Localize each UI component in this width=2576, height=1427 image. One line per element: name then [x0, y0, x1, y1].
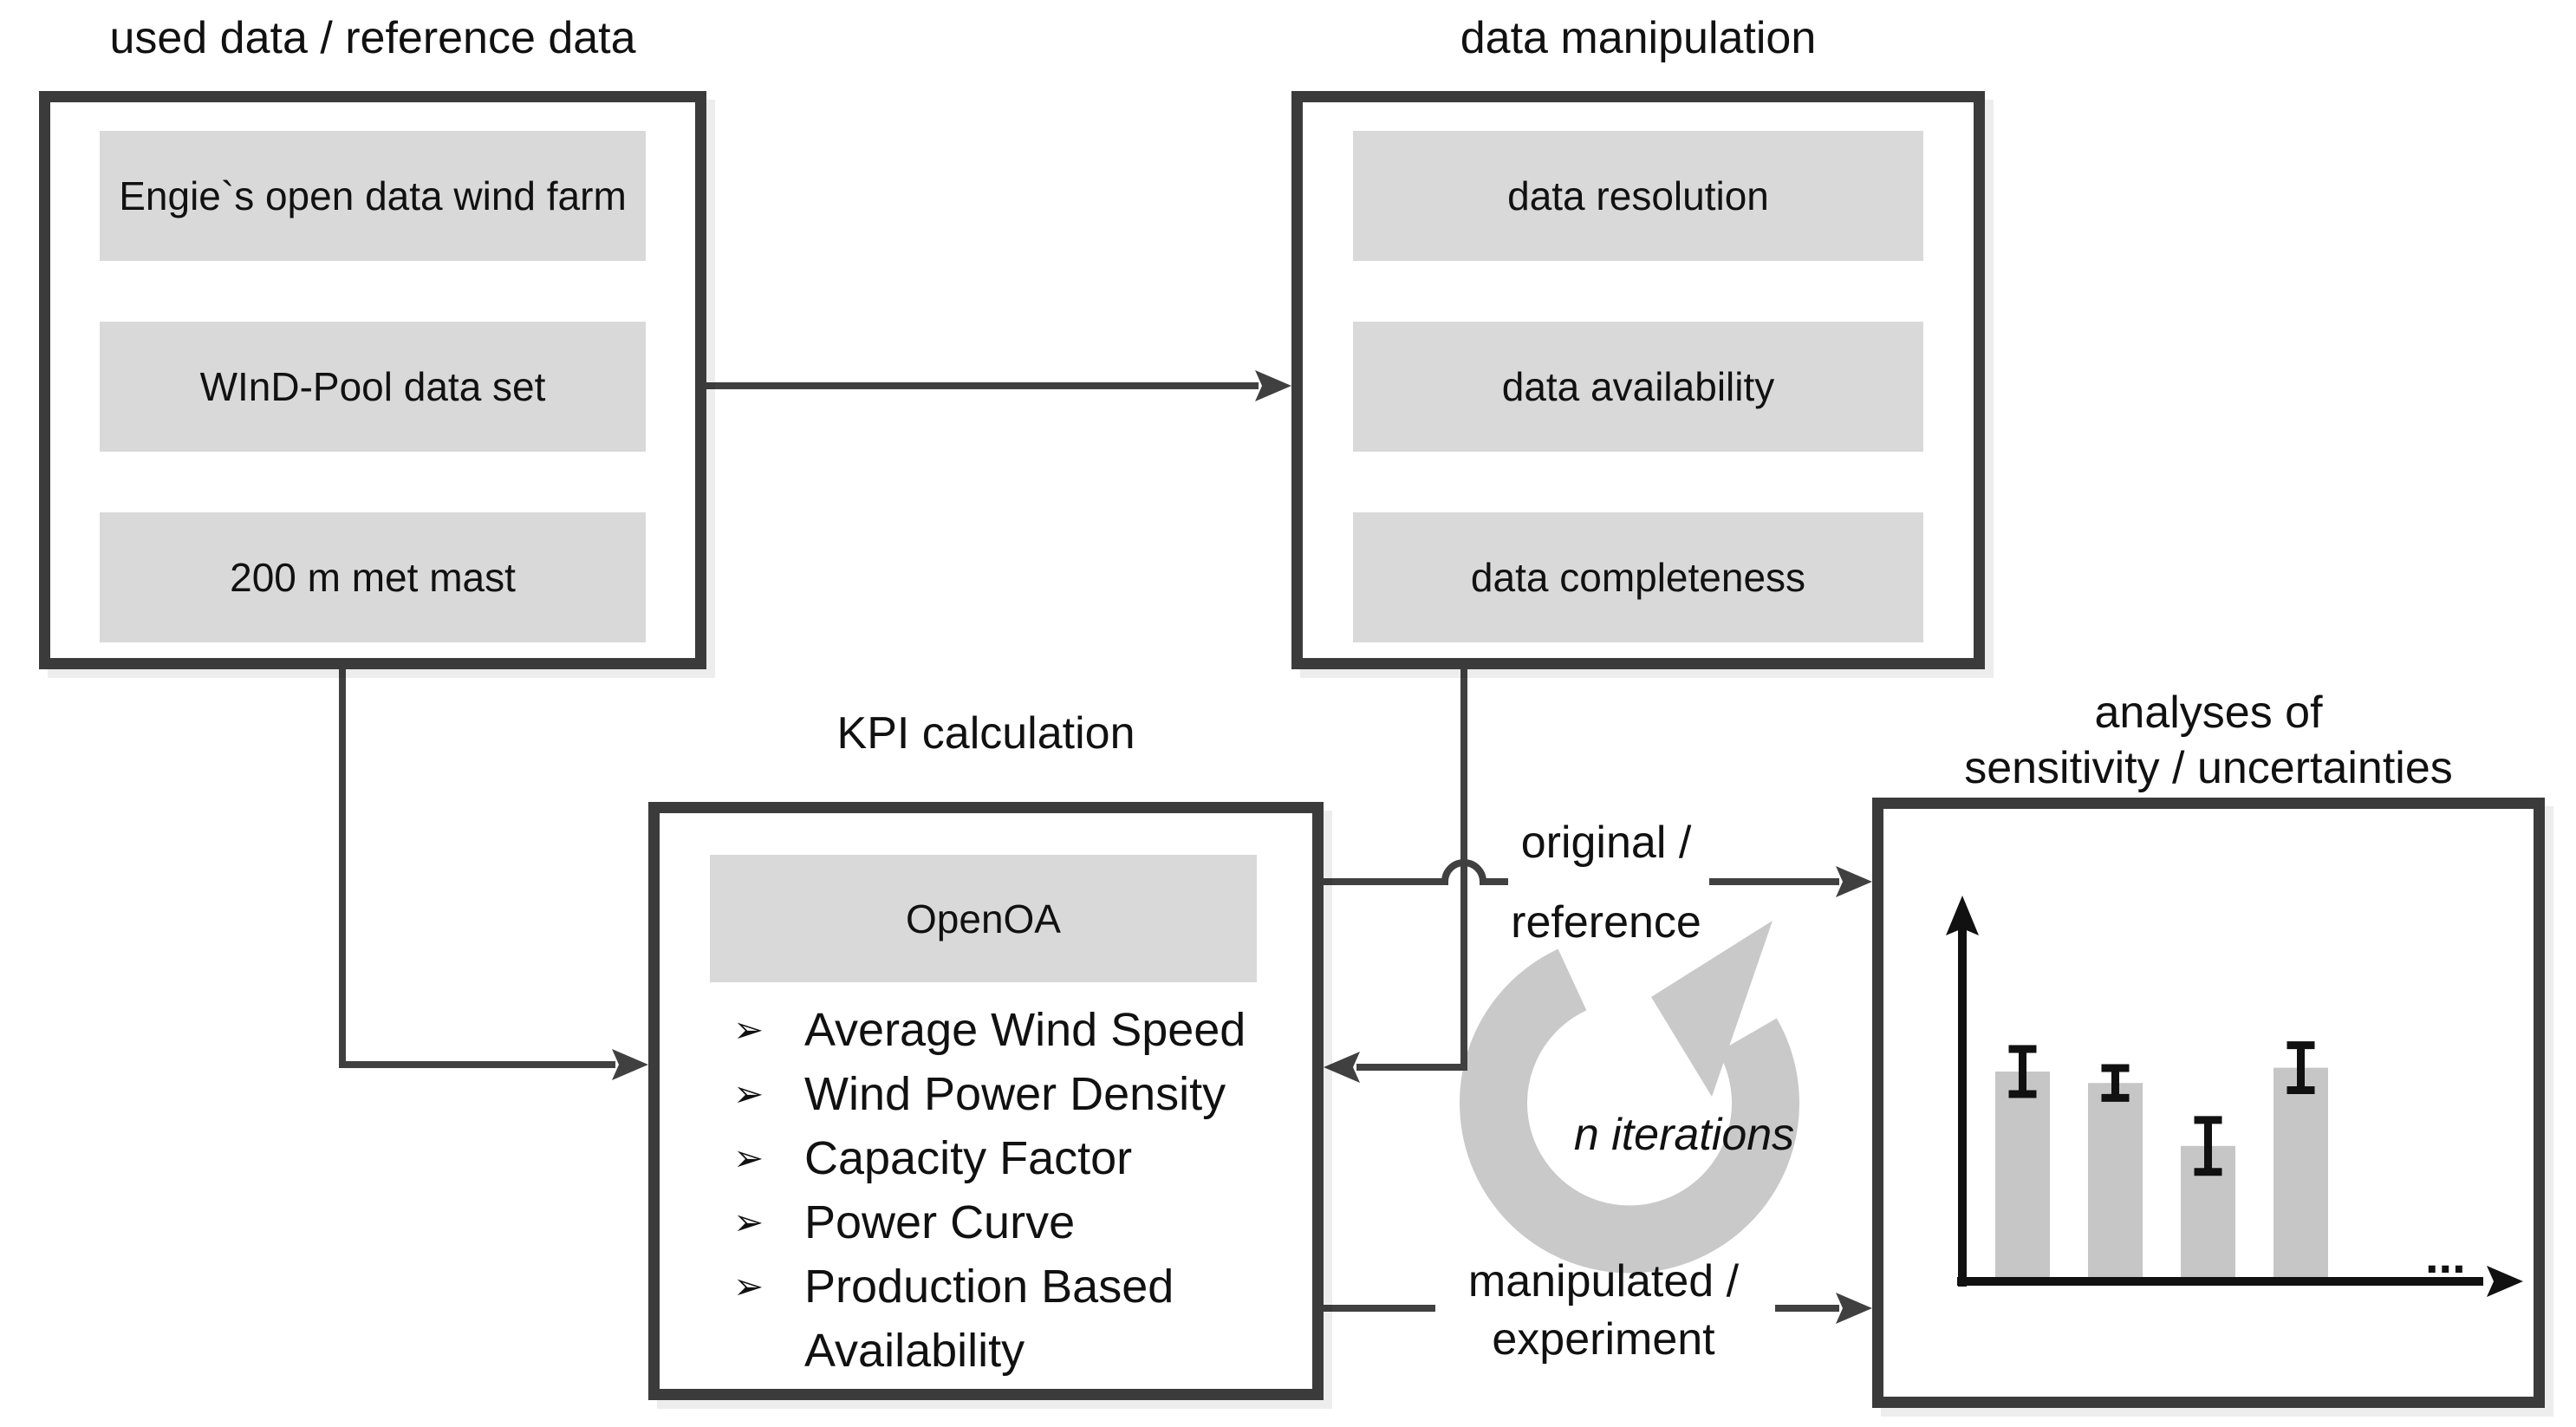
kpi-list-item: ➢ Average Wind Speed	[733, 998, 1298, 1062]
kpi-list: ➢ Average Wind Speed ➢ Wind Power Densit…	[733, 998, 1298, 1383]
arrow-sources-to-kpi	[339, 669, 615, 1068]
sources-box: Engie`s open data wind farm WInD-Pool da…	[39, 91, 706, 669]
analyses-title-line1: analyses of	[2094, 687, 2323, 738]
label-manipulated: manipulated /	[1467, 1256, 1740, 1306]
data-source-item: 200 m met mast	[100, 512, 646, 642]
chart-ellipsis: ...	[2425, 1228, 2466, 1283]
x-axis-arrowhead-icon	[2487, 1266, 2523, 1297]
cycle-arrow-icon	[1460, 921, 1799, 1274]
chart-bars	[1995, 1041, 2328, 1281]
kpi-list-item: ➢ Capacity Factor	[733, 1126, 1298, 1190]
arrowhead-icon	[1836, 866, 1872, 897]
list-bullet-icon: ➢	[733, 1266, 764, 1306]
list-bullet-icon: ➢	[733, 1137, 764, 1178]
kpi-list-item: ➢ Power Curve	[733, 1190, 1298, 1254]
manipulation-box-title: data manipulation	[1460, 13, 1817, 63]
analyses-title-line2: sensitivity / uncertainties	[1964, 743, 2453, 793]
list-bullet-icon: ➢	[733, 1009, 764, 1050]
manipulation-item: data availability	[1353, 322, 1923, 452]
label-reference: reference	[1511, 897, 1701, 948]
manipulation-box: data resolution data availability data c…	[1291, 91, 1985, 669]
y-axis-arrowhead-icon	[1946, 896, 1979, 935]
manipulation-item: data completeness	[1353, 512, 1923, 642]
list-bullet-icon: ➢	[733, 1073, 764, 1114]
label-experiment: experiment	[1492, 1314, 1715, 1365]
analyses-box: ...	[1872, 798, 2545, 1408]
sources-items: Engie`s open data wind farm WInD-Pool da…	[50, 102, 695, 642]
list-bullet-icon: ➢	[733, 1202, 764, 1242]
analyses-box-title: analyses of sensitivity / uncertainties	[1872, 685, 2545, 796]
data-source-item: Engie`s open data wind farm	[100, 131, 646, 261]
manipulation-items: data resolution data availability data c…	[1303, 102, 1974, 642]
arrowhead-icon	[1836, 1293, 1872, 1324]
arrow-original-reference-left	[1324, 859, 1508, 885]
data-source-item: WInD-Pool data set	[100, 322, 646, 452]
uncertainty-bar-chart: ...	[1946, 896, 2523, 1297]
label-original: original /	[1520, 818, 1692, 868]
openoa-badge: OpenOA	[710, 855, 1257, 982]
arrowhead-icon	[1255, 370, 1291, 401]
kpi-box: OpenOA ➢ Average Wind Speed ➢ Wind Power…	[648, 802, 1324, 1400]
kpi-list-item: ➢ Production Based Availability	[733, 1254, 1298, 1383]
arrowhead-icon	[612, 1049, 648, 1080]
sources-box-title: used data / reference data	[109, 13, 636, 63]
kpi-list-item: ➢ Wind Power Density	[733, 1062, 1298, 1126]
kpi-box-title: KPI calculation	[836, 708, 1135, 759]
manipulation-item: data resolution	[1353, 131, 1923, 261]
arrowhead-icon	[1324, 1052, 1360, 1083]
arrow-manipulation-to-kpi	[1356, 669, 1467, 1071]
label-n-iterations: n iterations	[1573, 1110, 1795, 1160]
